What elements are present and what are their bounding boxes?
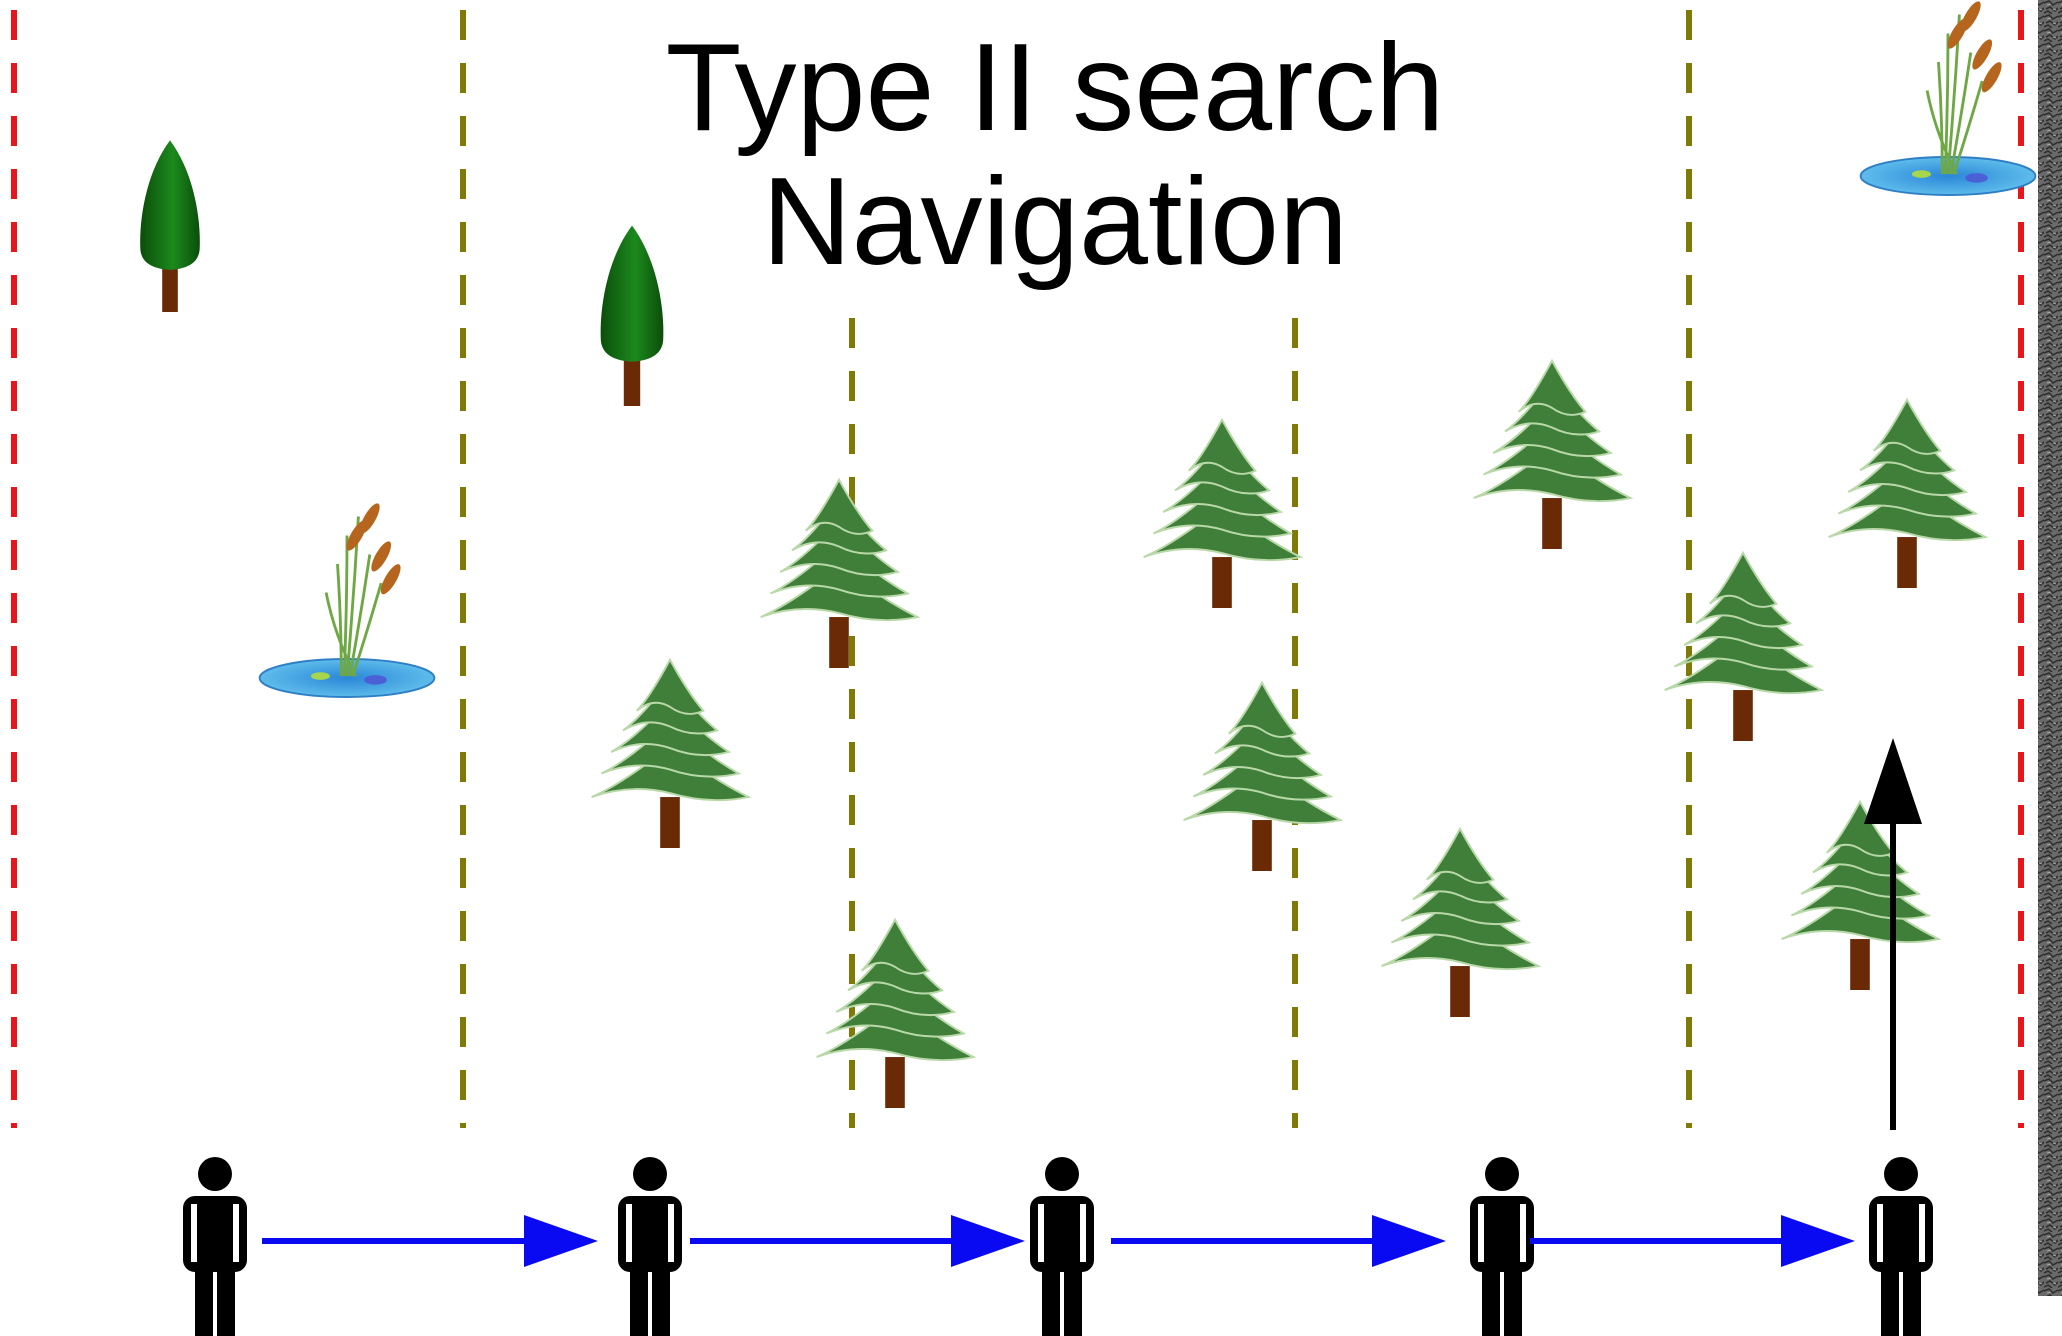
person-icon	[618, 1157, 682, 1336]
person-icon	[1869, 1157, 1933, 1336]
pine-tree-icon	[816, 917, 977, 1108]
tall-tree-icon	[140, 140, 200, 312]
diagram-title-line2: Navigation	[762, 153, 1348, 291]
person-icon	[183, 1157, 247, 1336]
diagram-title-line1: Type II search	[665, 19, 1445, 157]
exit-arrow	[1864, 738, 1922, 1130]
tall-tree-icon	[600, 225, 664, 406]
rock-wall	[2038, 0, 2062, 1296]
pine-tree-icon	[1781, 799, 1942, 990]
pine-tree-icon	[760, 477, 921, 668]
pond-icon	[1859, 1, 2037, 196]
person-icon	[1030, 1157, 1094, 1336]
walk-arrow	[1530, 1215, 1855, 1267]
walk-arrow	[690, 1215, 1025, 1267]
pine-tree-icon	[591, 657, 752, 848]
person-icon	[1470, 1157, 1534, 1336]
pine-tree-icon	[1183, 680, 1344, 871]
pine-tree-icon	[1828, 397, 1989, 588]
walk-arrow	[262, 1215, 598, 1267]
pine-tree-icon	[1143, 417, 1304, 608]
pine-tree-icon	[1664, 550, 1825, 741]
walk-arrow	[1111, 1215, 1446, 1267]
pine-tree-icon	[1381, 826, 1542, 1017]
pine-tree-icon	[1473, 358, 1634, 549]
pond-icon	[258, 503, 436, 698]
